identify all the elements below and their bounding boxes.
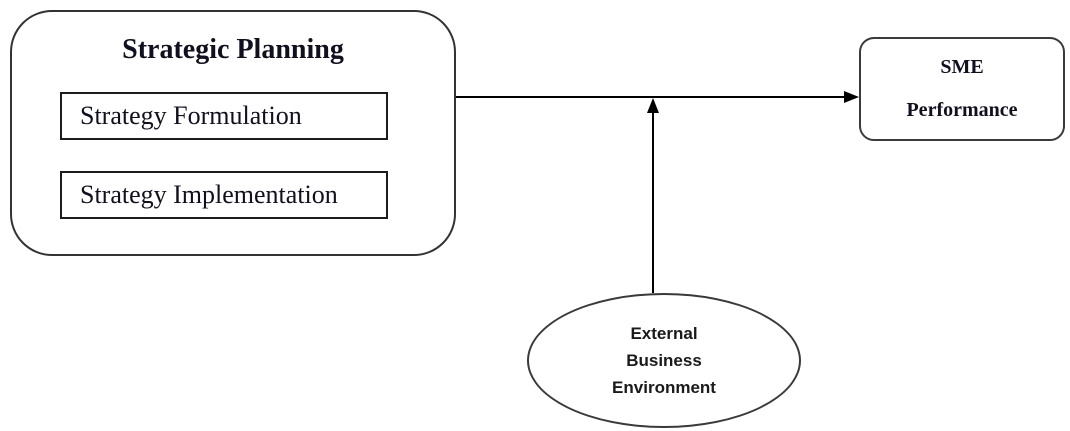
sme-label: SME <box>940 56 984 78</box>
strategic-planning-box: Strategic Planning Strategy Formulation … <box>10 10 456 256</box>
env-line-2: Business <box>626 351 702 370</box>
env-line-3: Environment <box>612 378 716 397</box>
sme-performance-box: SME Performance <box>859 37 1065 141</box>
external-business-environment-ellipse: External Business Environment <box>527 293 801 428</box>
arrowhead-right-icon <box>844 91 859 103</box>
strategic-to-sme-arrow <box>456 91 859 103</box>
env-line-1: External <box>630 324 698 343</box>
strategic-planning-title: Strategic Planning <box>122 34 344 65</box>
arrowhead-up-icon <box>647 98 659 113</box>
strategy-implementation-box: Strategy Implementation <box>60 171 388 219</box>
strategy-implementation-label: Strategy Implementation <box>80 180 338 209</box>
environment-moderator-arrow <box>647 98 659 293</box>
performance-label: Performance <box>906 99 1018 121</box>
strategy-formulation-box: Strategy Formulation <box>60 92 388 140</box>
strategy-formulation-label: Strategy Formulation <box>80 101 302 130</box>
